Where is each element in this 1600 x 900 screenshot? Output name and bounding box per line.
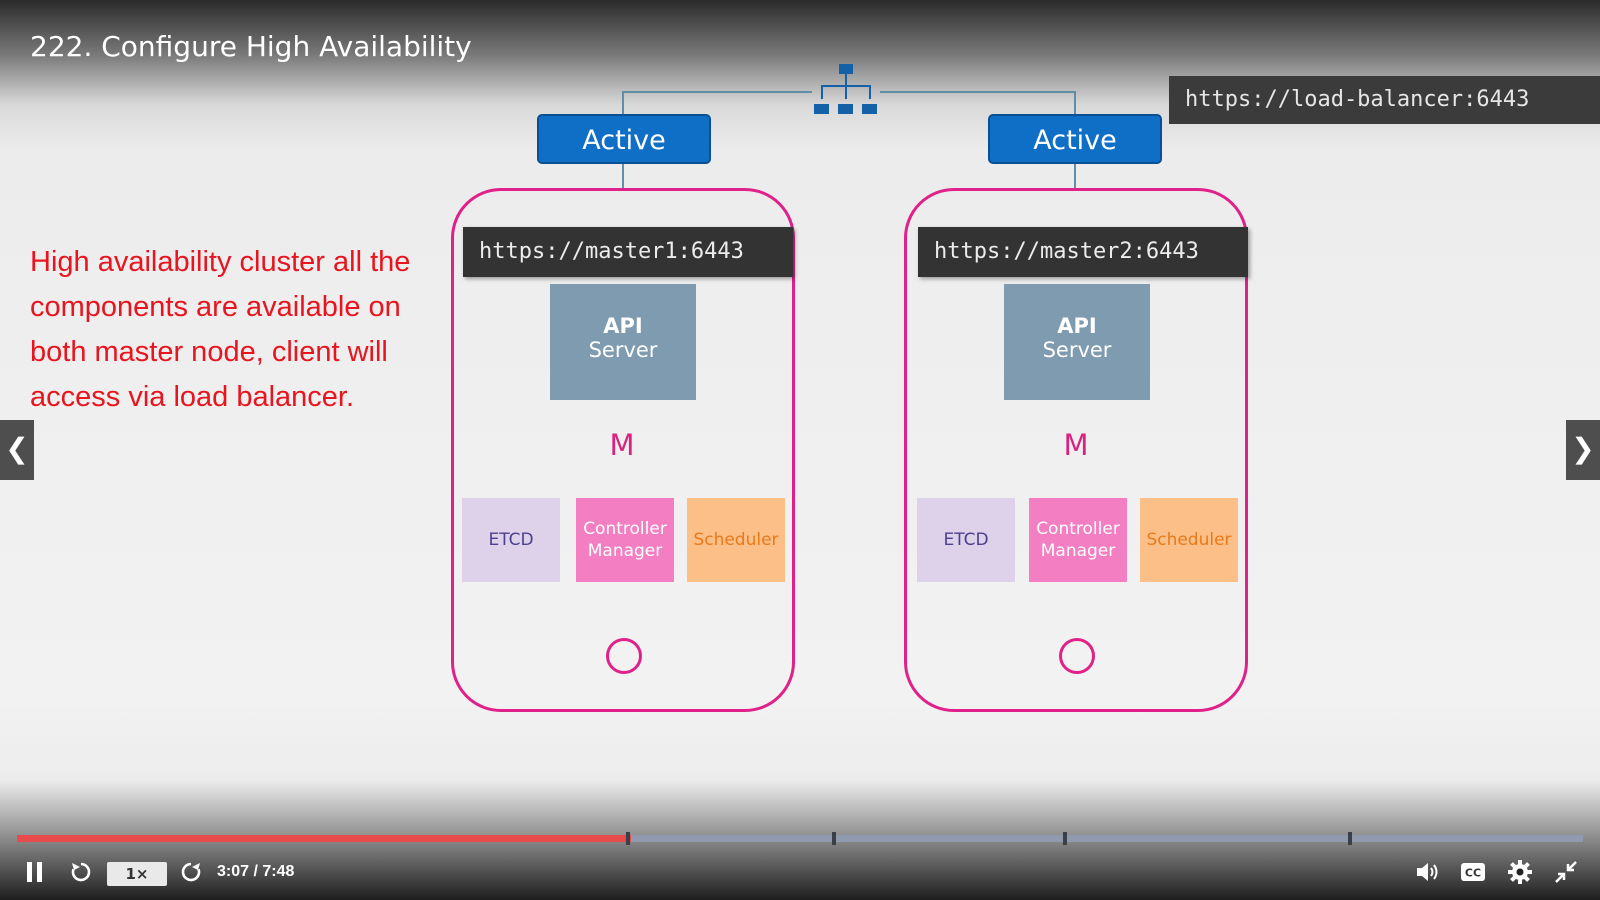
annotation-note: High availability cluster all the compon… [30, 246, 411, 413]
exit-fullscreen-icon[interactable] [1550, 850, 1582, 894]
node2-api-server: API Server [1004, 284, 1150, 400]
time-display: 3:07 / 7:48 [217, 863, 295, 880]
node1-master-label: M [609, 428, 635, 462]
node1-scheduler: Scheduler [687, 498, 785, 582]
node2-url: https://master2:6443 [918, 227, 1248, 277]
node2-home-button-icon [1059, 638, 1095, 674]
settings-icon[interactable] [1504, 850, 1536, 894]
node2-active-badge: Active [988, 114, 1162, 164]
node2-api-label: API [1057, 314, 1097, 338]
volume-icon[interactable] [1412, 850, 1444, 894]
node1-url: https://master1:6443 [463, 227, 793, 277]
connector-line-node2 [1074, 164, 1076, 188]
node1-etcd: ETCD [462, 498, 560, 582]
playback-speed-button[interactable]: 1× [107, 862, 167, 886]
captions-icon[interactable]: CC [1456, 850, 1490, 894]
load-balancer-url: https://load-balancer:6443 [1169, 76, 1600, 124]
node2-master-label: M [1063, 428, 1089, 462]
prev-arrow-icon[interactable]: ❮ [0, 420, 34, 480]
connector-line-node1 [622, 164, 624, 188]
master-node-1 [451, 188, 795, 712]
load-balancer-icon [814, 64, 877, 114]
connector-line-right-horizontal [880, 91, 1076, 93]
next-arrow-icon[interactable]: ❯ [1566, 420, 1600, 480]
connector-line-left-vertical [622, 91, 624, 115]
progress-bar-fill [17, 835, 631, 842]
node1-server-label: Server [588, 338, 658, 362]
node1-active-badge: Active [537, 114, 711, 164]
node1-api-label: API [603, 314, 643, 338]
chapter-marker[interactable] [832, 832, 837, 845]
node1-home-button-icon [606, 638, 642, 674]
forward-icon[interactable] [176, 850, 206, 894]
chapter-marker[interactable] [625, 832, 630, 845]
svg-text:CC: CC [1465, 867, 1481, 880]
chapter-marker[interactable] [1347, 832, 1352, 845]
node2-scheduler: Scheduler [1140, 498, 1238, 582]
connector-line-left-horizontal [622, 91, 812, 93]
rewind-icon[interactable] [66, 850, 96, 894]
node2-server-label: Server [1042, 338, 1112, 362]
player-controls: 1× 3:07 / 7:48 CC [0, 850, 1600, 894]
node1-api-server: API Server [550, 284, 696, 400]
progress-bar[interactable] [17, 832, 1583, 845]
chapter-marker[interactable] [1062, 832, 1067, 845]
node1-controller-manager: Controller Manager [576, 498, 674, 582]
lecture-title: 222. Configure High Availability [30, 30, 472, 63]
connector-line-right-vertical [1074, 91, 1076, 115]
pause-icon[interactable] [20, 850, 50, 894]
node2-etcd: ETCD [917, 498, 1015, 582]
node2-controller-manager: Controller Manager [1029, 498, 1127, 582]
master-node-2 [904, 188, 1248, 712]
